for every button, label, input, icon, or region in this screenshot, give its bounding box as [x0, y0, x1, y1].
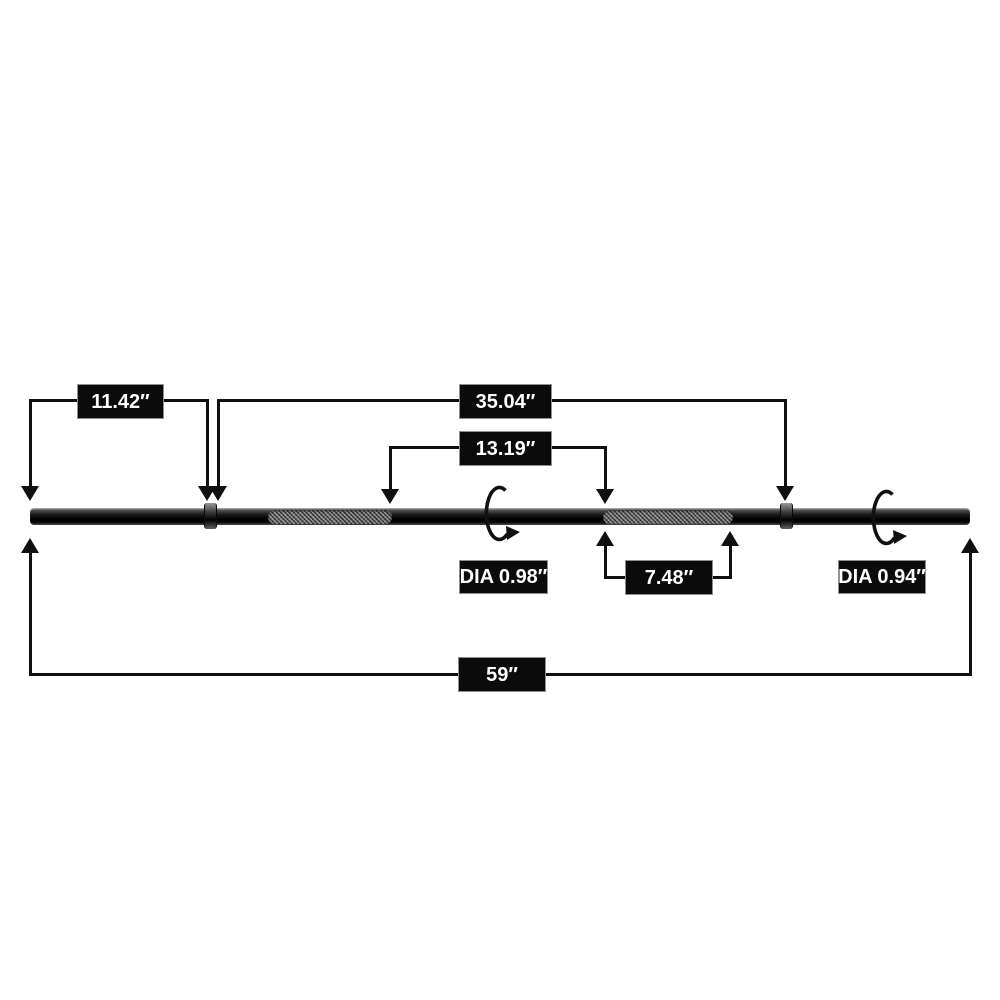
total-length-label: 59″ [458, 657, 546, 692]
dimension-extension-line [784, 399, 787, 488]
arrow-down-icon [596, 489, 614, 504]
dimension-extension-line [389, 446, 392, 491]
right-collar-ring [780, 503, 793, 529]
dimension-extension-line [29, 399, 32, 488]
left-collar-ring [204, 503, 217, 529]
arrow-down-icon [21, 486, 39, 501]
dimension-extension-line [206, 399, 209, 488]
dimension-extension-line [217, 399, 220, 488]
arrow-up-icon [721, 531, 739, 546]
arrow-up-icon [596, 531, 614, 546]
center-knurl-length-label: 7.48″ [625, 560, 713, 595]
arrow-down-icon [776, 486, 794, 501]
arrow-down-icon [381, 489, 399, 504]
sleeve-diameter-label: DIA 0.94″ [838, 560, 926, 594]
grip-span-label: 13.19″ [459, 431, 552, 466]
shaft-diameter-label: DIA 0.98″ [459, 560, 548, 594]
dimension-extension-line [604, 545, 607, 578]
dimension-extension-line [604, 446, 607, 491]
rotation-arrow-icon [871, 489, 907, 546]
left-knurl-section [268, 510, 392, 524]
arrow-up-icon [21, 538, 39, 553]
arrow-up-icon [961, 538, 979, 553]
arrow-down-icon [209, 486, 227, 501]
center-knurl-section [603, 510, 733, 524]
rotation-arrow-icon [484, 485, 520, 542]
barbell-bar [30, 508, 970, 525]
shaft-length-label: 35.04″ [459, 384, 552, 419]
dimension-extension-line [29, 552, 32, 675]
dimension-extension-line [729, 545, 732, 578]
sleeve-length-label: 11.42″ [77, 384, 164, 419]
dimension-extension-line [969, 552, 972, 675]
